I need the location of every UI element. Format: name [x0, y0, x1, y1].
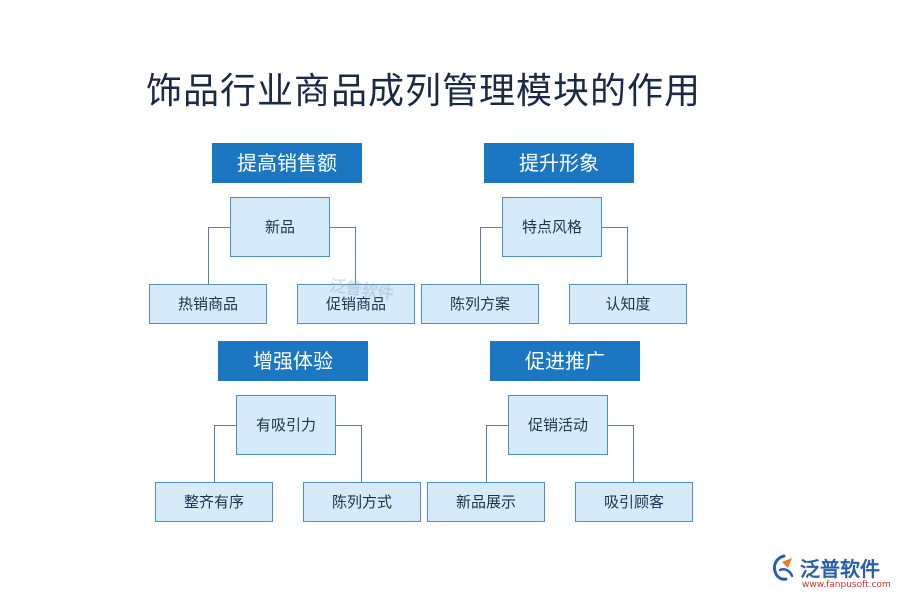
group-header: 增强体验 [218, 341, 368, 381]
left-node: 热销商品 [149, 284, 267, 324]
logo-name: 泛普软件 [800, 557, 880, 581]
left-node: 整齐有序 [155, 482, 273, 522]
diagram-title: 饰品行业商品成列管理模块的作用 [146, 71, 702, 112]
center-node: 有吸引力 [236, 395, 336, 455]
left-node: 新品展示 [427, 482, 545, 522]
left-node: 陈列方案 [421, 284, 539, 324]
center-node: 新品 [230, 197, 330, 257]
group-header: 提升形象 [484, 143, 634, 183]
logo-icon [772, 554, 794, 581]
right-node: 促销商品 [297, 284, 415, 324]
logo-url: www.fanpusoft.com [802, 580, 891, 590]
brand-logo: 泛普软件 www.fanpusoft.com [770, 552, 895, 592]
center-node: 促销活动 [508, 395, 608, 455]
group-header: 促进推广 [490, 341, 640, 381]
right-node: 吸引顾客 [575, 482, 693, 522]
center-node: 特点风格 [502, 197, 602, 257]
right-node: 陈列方式 [303, 482, 421, 522]
right-node: 认知度 [569, 284, 687, 324]
group-header: 提高销售额 [212, 143, 362, 183]
